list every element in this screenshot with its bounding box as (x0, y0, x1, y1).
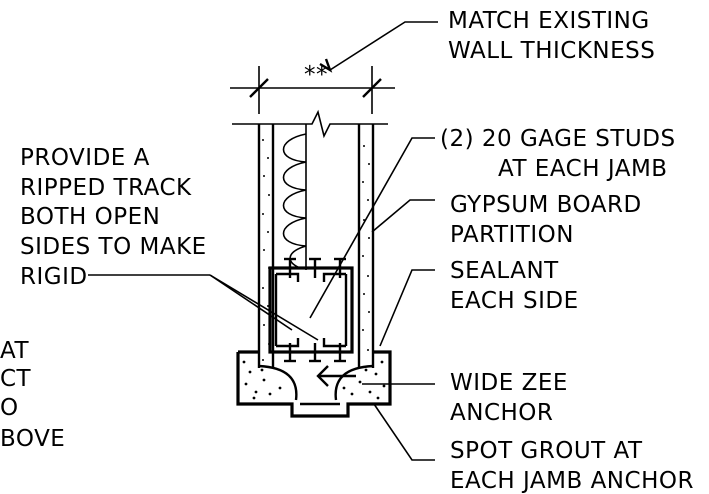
zee-anchor-arrow (316, 365, 356, 387)
cut-line-3: O (0, 395, 19, 421)
ripped-track-note: PROVIDE A RIPPED TRACK BOTH OPEN SIDES T… (20, 145, 207, 290)
gypsum-stipple (262, 139, 370, 361)
cut-off-note: AT CT O BOVE (0, 338, 65, 452)
match-line-1: MATCH EXISTING (448, 8, 650, 34)
dimension-text: ** (304, 62, 328, 88)
leaders (88, 21, 438, 461)
door-frame-jamb (236, 350, 392, 418)
sealant-note: SEALANT EACH SIDE (450, 258, 579, 314)
track-line-2: RIPPED TRACK (20, 175, 192, 201)
track-line-1: PROVIDE A (20, 145, 150, 171)
sealant-line-2: EACH SIDE (450, 288, 579, 314)
zee-line-2: ANCHOR (450, 400, 553, 426)
match-existing-note: MATCH EXISTING WALL THICKNESS (448, 8, 655, 64)
steel-studs (268, 257, 354, 363)
gypsum-line-2: PARTITION (450, 222, 574, 248)
grout-line-2: EACH JAMB ANCHOR (450, 468, 694, 494)
studs-note: (2) 20 GAGE STUDS AT EACH JAMB (440, 126, 676, 182)
wall-thickness-dimension (230, 66, 395, 114)
spot-grout-note: SPOT GROUT AT EACH JAMB ANCHOR (450, 438, 694, 494)
gypsum-line-1: GYPSUM BOARD (450, 192, 642, 218)
studs-line-1: (2) 20 GAGE STUDS (440, 126, 676, 152)
grout-line-1: SPOT GROUT AT (450, 438, 643, 464)
track-line-4: SIDES TO MAKE (20, 234, 207, 260)
gypsum-board-partition (232, 109, 388, 368)
spot-grout (242, 360, 386, 400)
match-line-2: WALL THICKNESS (448, 38, 655, 64)
cut-line-4: BOVE (0, 426, 65, 452)
track-line-3: BOTH OPEN (20, 204, 160, 230)
cut-line-2: CT (0, 366, 32, 392)
zee-line-1: WIDE ZEE (450, 370, 568, 396)
sealant-line-1: SEALANT (450, 258, 559, 284)
batt-insulation (282, 124, 307, 270)
gypsum-note: GYPSUM BOARD PARTITION (450, 192, 642, 248)
studs-line-2: AT EACH JAMB (498, 156, 668, 182)
cut-line-1: AT (0, 338, 29, 364)
track-line-5: RIGID (20, 264, 88, 290)
zee-anchor-note: WIDE ZEE ANCHOR (450, 370, 568, 426)
dimension-label: ** (304, 62, 328, 88)
